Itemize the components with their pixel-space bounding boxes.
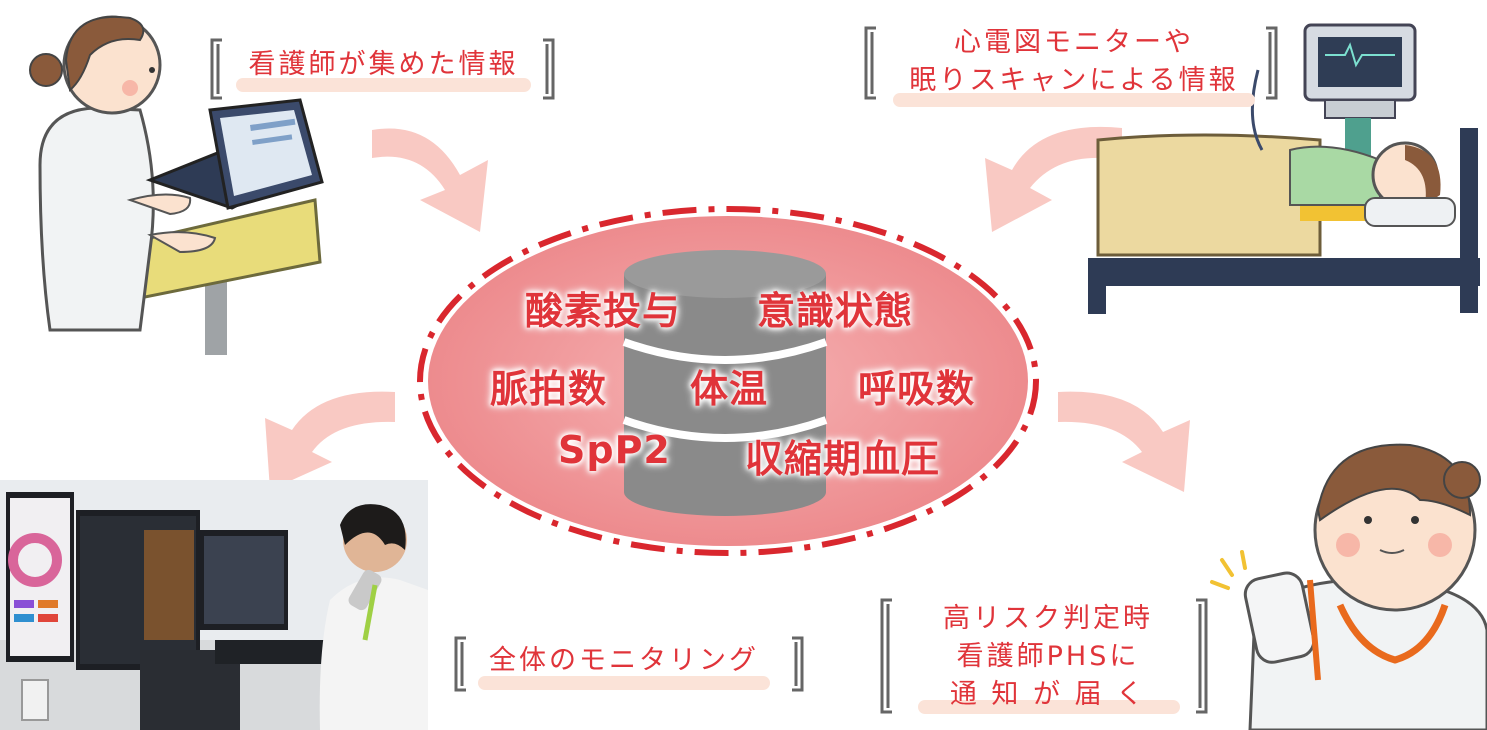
caption-monitor-line2: 眠りスキャンによる情報	[909, 65, 1239, 96]
nurse-phs-illustration	[1210, 443, 1487, 730]
hub-label-pulse: 脈拍数	[490, 367, 608, 411]
caption-nurse-info-text: 看護師が集めた情報	[248, 49, 519, 80]
monitoring-station-photo	[0, 480, 428, 730]
hub-label-oxygen: 酸素投与	[525, 289, 682, 333]
arrow-bottom-right-icon	[1058, 391, 1190, 492]
caption-alert-line2: 看護師PHSに	[956, 641, 1140, 672]
hub-label-temperature: 体温	[690, 367, 769, 411]
caption-underlines	[236, 78, 1255, 714]
arrow-top-left-icon	[372, 128, 488, 232]
arrow-top-right-icon	[985, 126, 1122, 232]
caption-monitor-line1: 心電図モニターや	[954, 27, 1194, 58]
nurse-laptop-illustration	[29, 15, 324, 355]
hub-label-spo2: SpP2	[558, 428, 671, 472]
caption-decorations	[210, 26, 1278, 714]
hub-label-respiration: 呼吸数	[858, 367, 976, 411]
patient-bed-monitor-illustration	[1088, 23, 1480, 314]
database-icon	[622, 250, 828, 516]
caption-overall-text: 全体のモニタリング	[489, 645, 759, 676]
caption-monitor-info: 心電図モニターや 眠りスキャンによる情報	[890, 24, 1258, 100]
caption-overall-monitoring: 全体のモニタリング	[476, 642, 772, 680]
caption-nurse-info: 看護師が集めた情報	[236, 46, 531, 84]
caption-alert-line1: 高リスク判定時	[943, 603, 1153, 634]
hub-label-consciousness: 意識状態	[757, 289, 914, 333]
caption-alert-line3: 通 知 が 届 く	[949, 679, 1147, 710]
hub-label-systolic-bp: 収縮期血圧	[745, 437, 941, 481]
caption-alert: 高リスク判定時 看護師PHSに 通 知 が 届 く	[906, 600, 1190, 714]
arrow-bottom-left-icon	[265, 391, 395, 490]
